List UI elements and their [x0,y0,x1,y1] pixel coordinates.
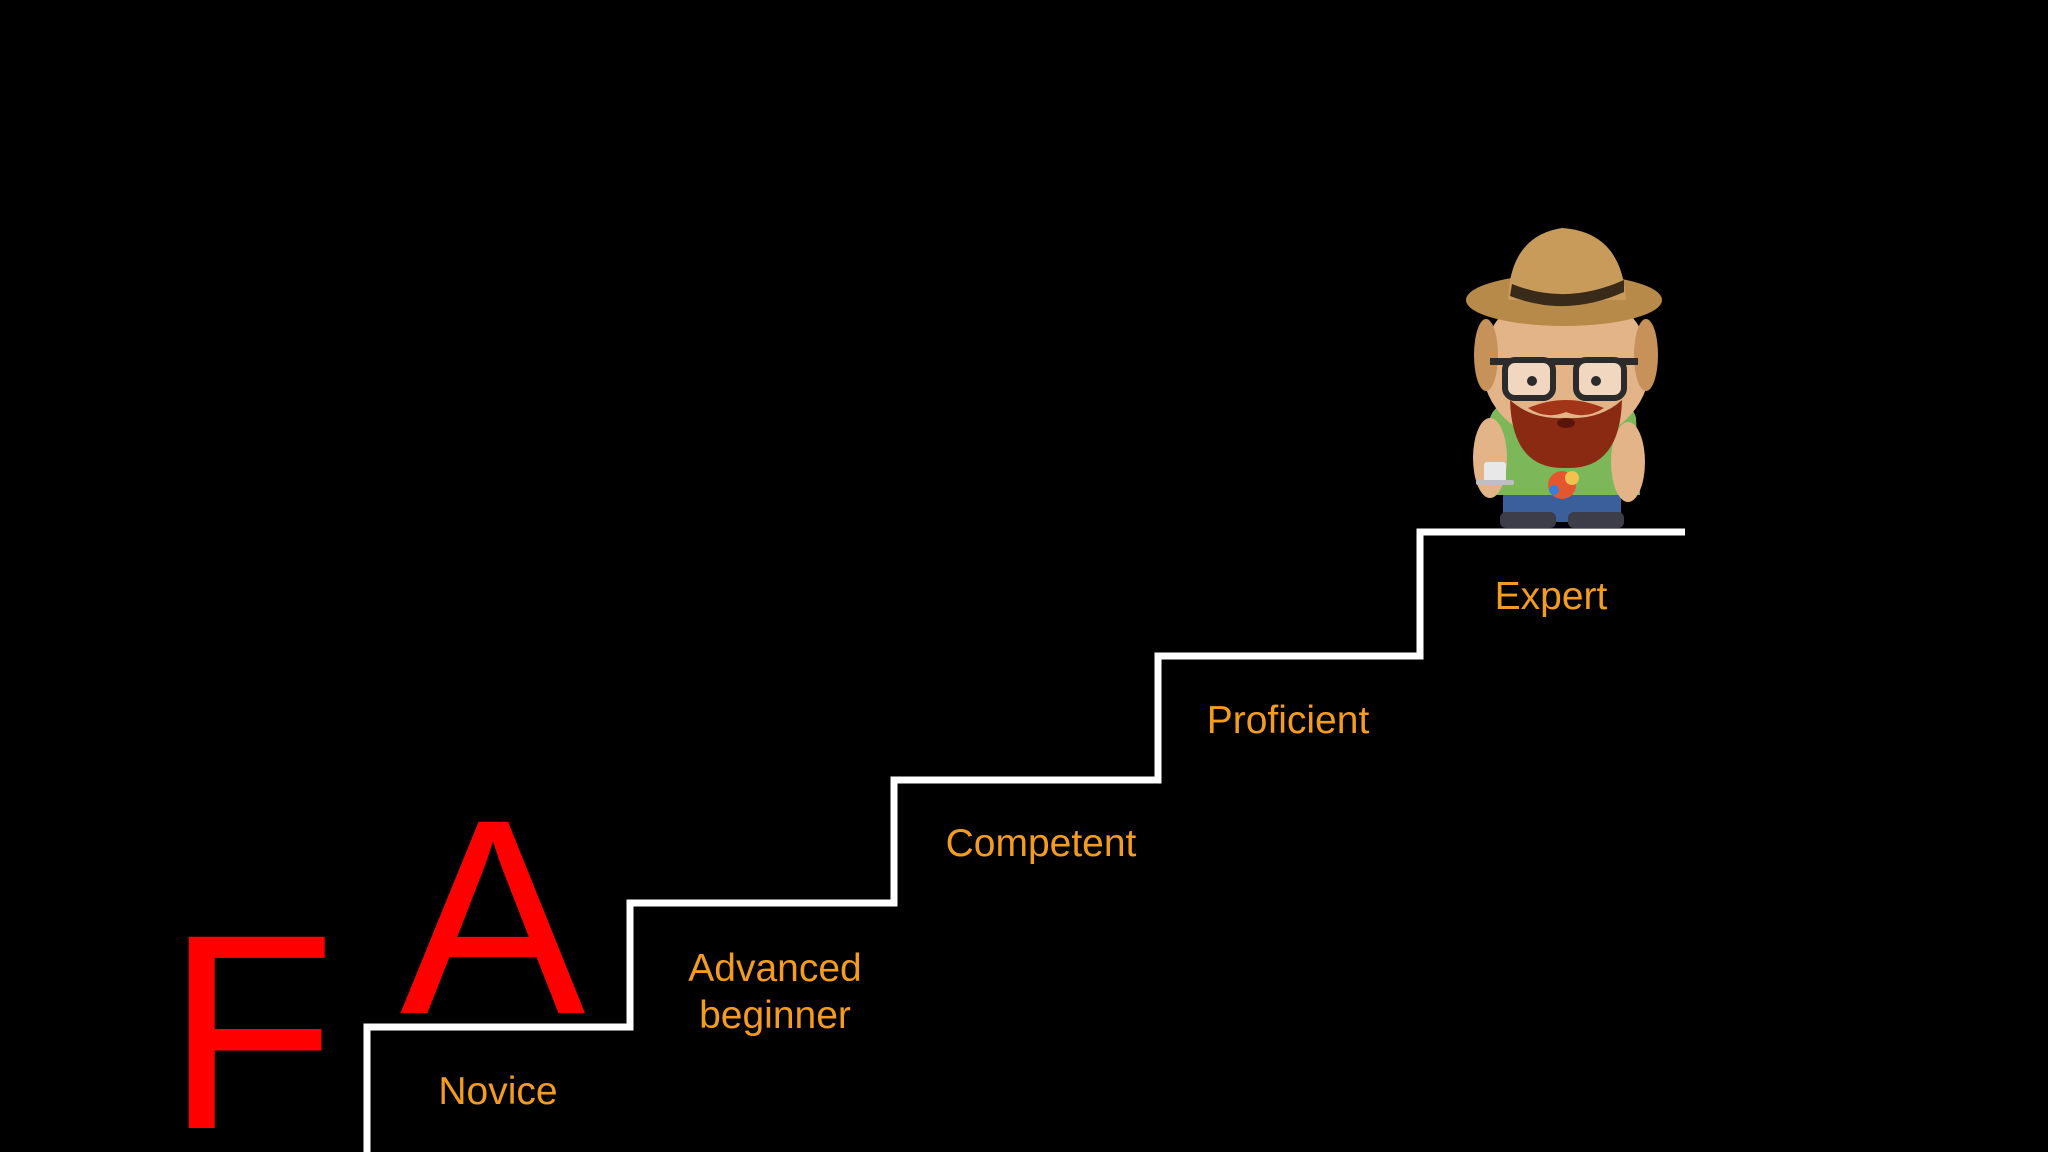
step-label-line: Novice [438,1070,558,1113]
step-label-competent: Competent [881,820,1201,867]
step-label-line: Expert [1494,575,1608,618]
staircase-line [363,528,1685,1152]
grade-f-letter: F [166,876,336,1152]
step-label-line: Proficient [1206,699,1370,742]
grade-a-letter: A [400,761,586,1072]
step-label-line: Advanced [688,947,862,990]
step-label-line: beginner [699,994,851,1037]
step-label-expert: Expert [1391,573,1711,620]
step-label-line: Competent [945,822,1137,865]
step-label-advanced-beginner: Advanced beginner [615,945,935,1039]
step-label-novice: Novice [338,1068,658,1115]
bearded-man-with-hat-icon [1466,228,1662,528]
step-label-proficient: Proficient [1128,697,1448,744]
